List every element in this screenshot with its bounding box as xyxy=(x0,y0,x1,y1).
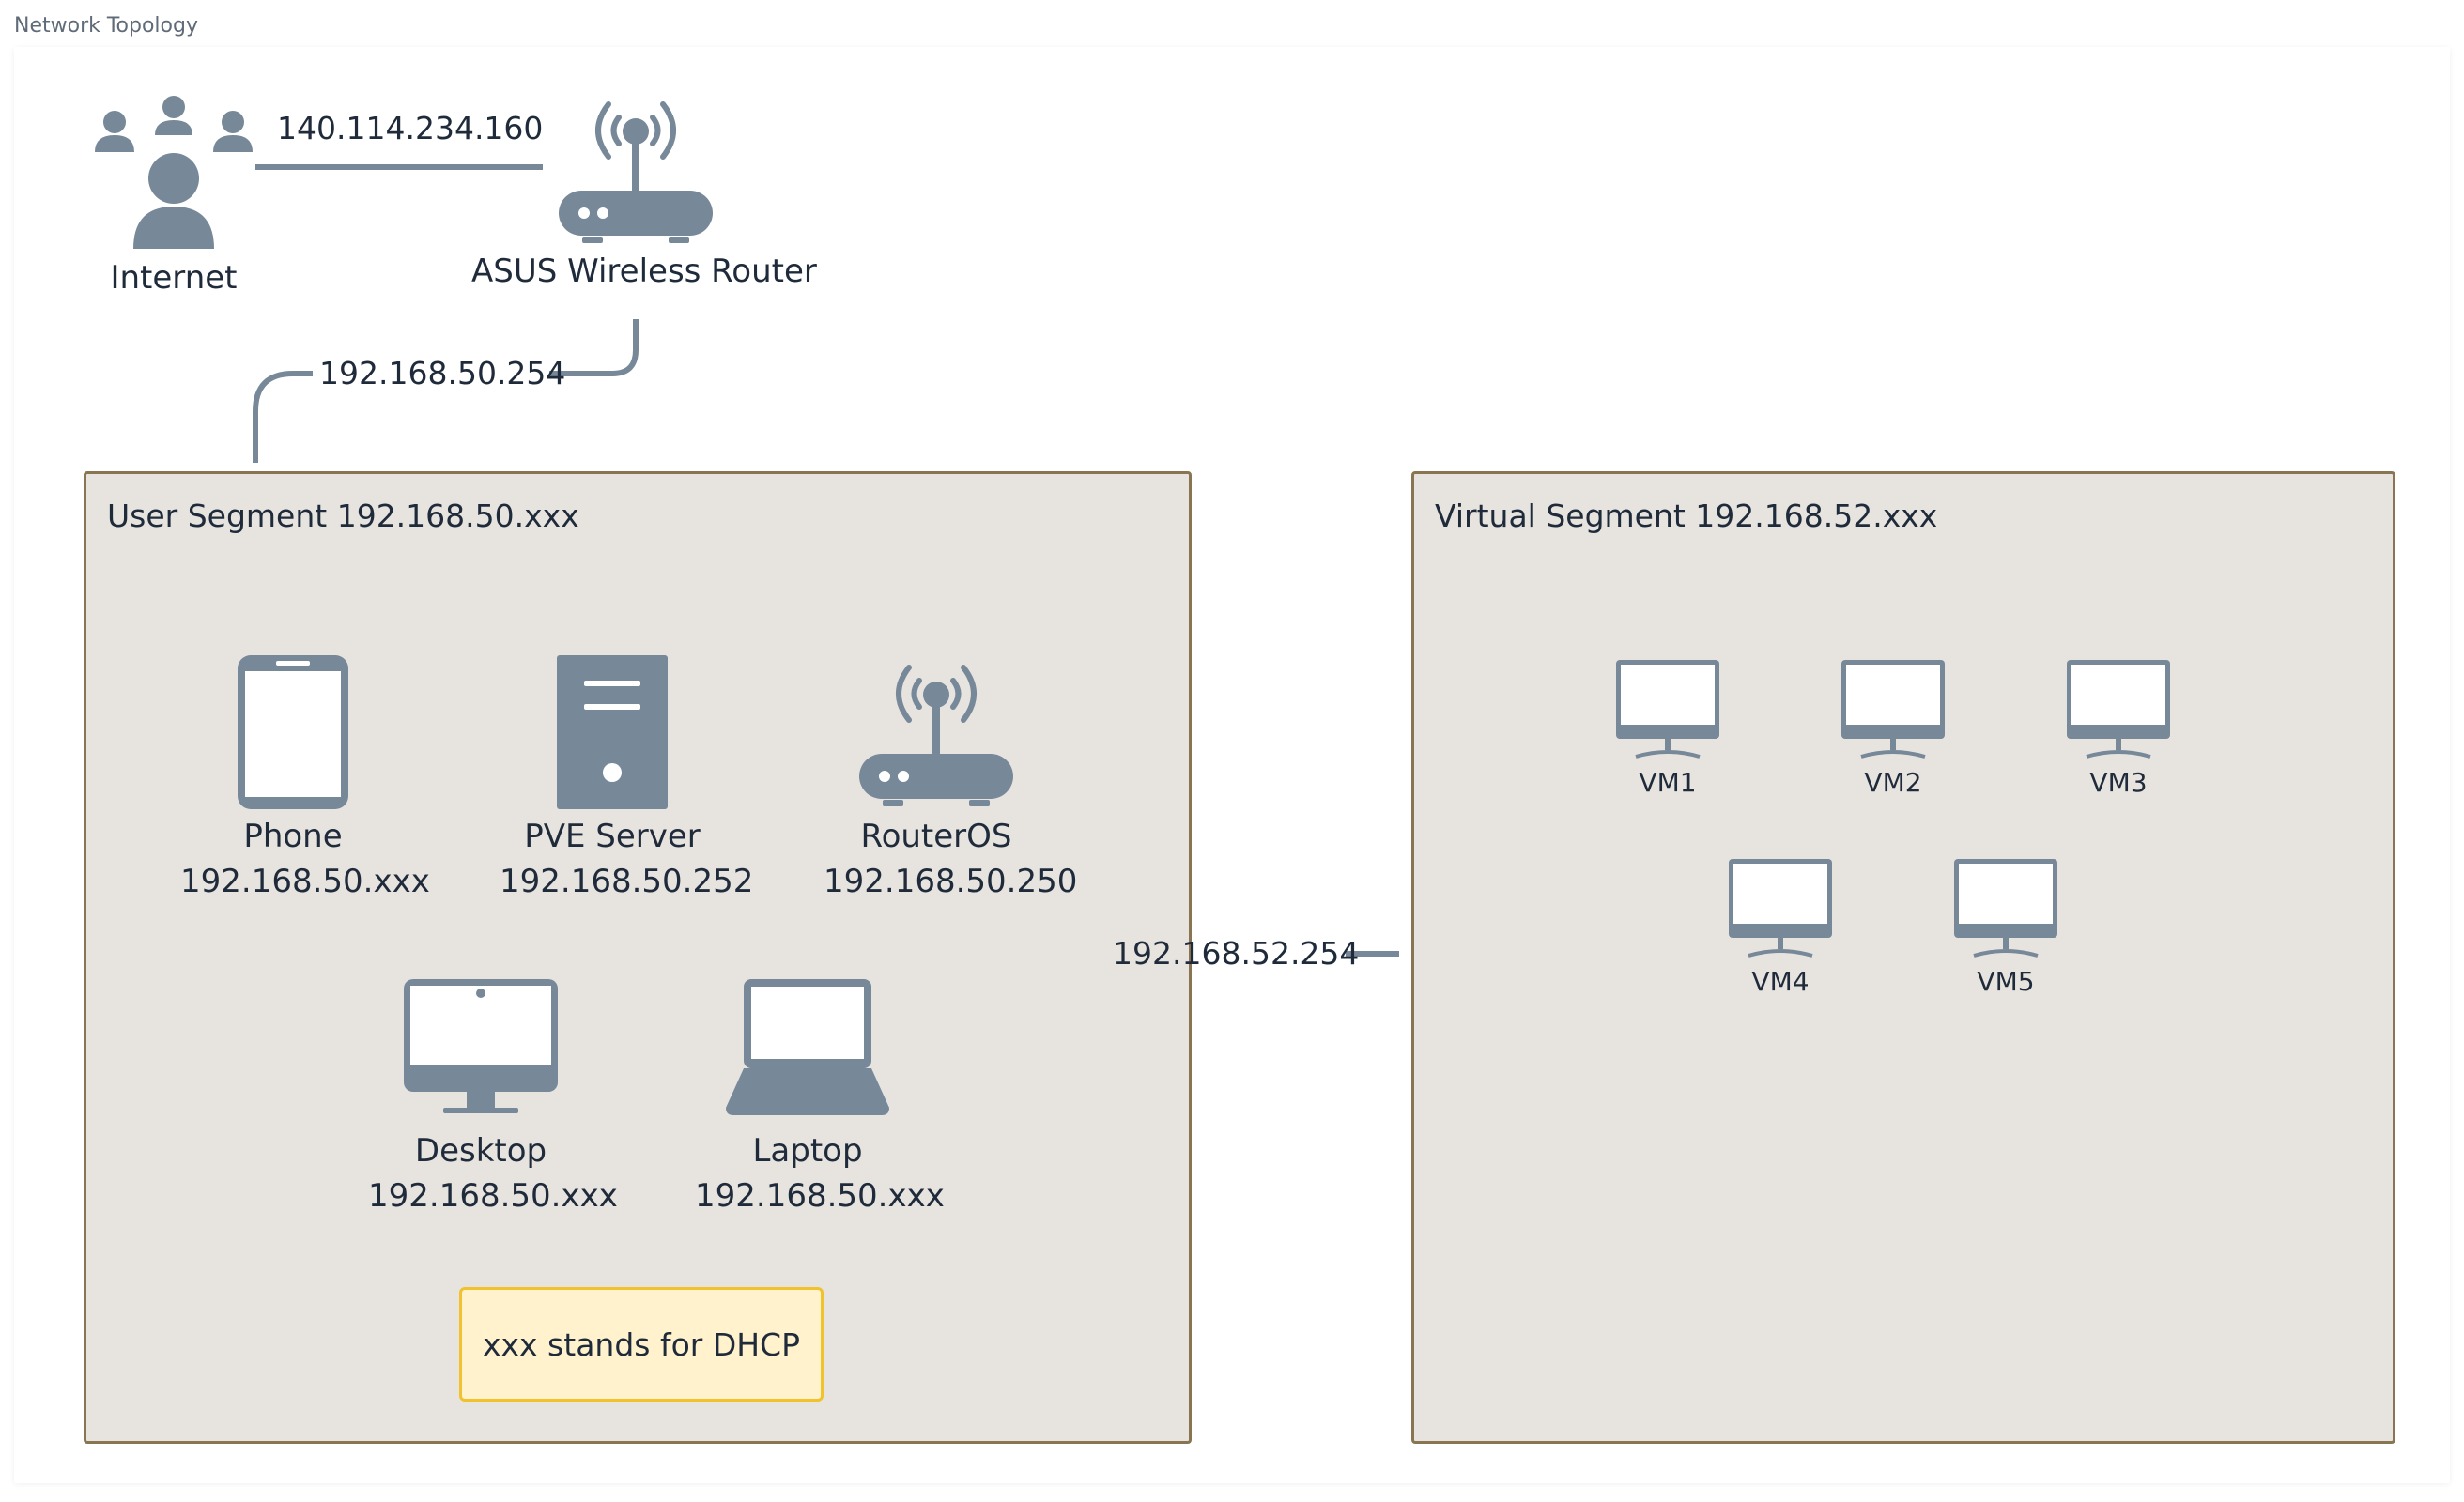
laptop-icon xyxy=(726,979,889,1115)
vm5-node[interactable]: VM5 xyxy=(1935,856,2076,1001)
wireless-router-icon xyxy=(859,665,1013,806)
dhcp-note: xxx stands for DHCP xyxy=(459,1287,824,1402)
vm3-node[interactable]: VM3 xyxy=(2048,657,2189,802)
vm4-label: VM4 xyxy=(1751,966,1810,997)
diagram-canvas: Internet 140.114.234.160 ASUS Wireless R… xyxy=(14,47,2450,1483)
wireless-router-icon xyxy=(559,101,713,243)
users-icon xyxy=(95,96,253,249)
page-title: Network Topology xyxy=(14,14,198,38)
monitor-icon xyxy=(1616,660,1719,759)
laptop-name: Laptop xyxy=(752,1132,863,1170)
internet-node[interactable]: Internet xyxy=(66,94,282,300)
pve-server-name: PVE Server xyxy=(524,818,701,855)
vm1-node[interactable]: VM1 xyxy=(1597,657,1738,802)
vm2-label: VM2 xyxy=(1864,767,1922,798)
user-segment: User Segment 192.168.50.xxx Phone 192.16… xyxy=(84,471,1192,1444)
laptop-node[interactable]: Laptop 192.168.50.xxx xyxy=(695,976,945,1218)
phone-ip: 192.168.50.xxx xyxy=(180,863,430,900)
phone-node[interactable]: Phone 192.168.50.xxx xyxy=(180,652,430,904)
monitor-icon xyxy=(1841,660,1945,759)
desktop-name: Desktop xyxy=(414,1132,547,1170)
asus-router-label: ASUS Wireless Router xyxy=(471,253,817,290)
desktop-node[interactable]: Desktop 192.168.50.xxx xyxy=(368,976,618,1218)
monitor-icon xyxy=(2067,660,2170,759)
pve-server-node[interactable]: PVE Server 192.168.50.252 xyxy=(500,652,754,904)
link-label-lan-gateway: 192.168.50.254 xyxy=(319,355,566,391)
vm3-label: VM3 xyxy=(2089,767,2148,798)
vm1-label: VM1 xyxy=(1639,767,1697,798)
routeros-name: RouterOS xyxy=(860,818,1012,855)
virtual-segment-title: Virtual Segment 192.168.52.xxx xyxy=(1435,498,1938,534)
vm2-node[interactable]: VM2 xyxy=(1823,657,1964,802)
monitor-icon xyxy=(1954,859,2057,958)
user-segment-title: User Segment 192.168.50.xxx xyxy=(107,498,579,534)
phone-name: Phone xyxy=(243,818,343,855)
pve-server-ip: 192.168.50.252 xyxy=(500,863,754,900)
desktop-icon xyxy=(404,979,558,1113)
routeros-ip: 192.168.50.250 xyxy=(824,863,1078,900)
vm4-node[interactable]: VM4 xyxy=(1710,856,1851,1001)
virtual-segment: Virtual Segment 192.168.52.xxx VM1 VM2 xyxy=(1411,471,2395,1444)
vm5-label: VM5 xyxy=(1977,966,2035,997)
desktop-ip: 192.168.50.xxx xyxy=(368,1177,618,1215)
internet-label: Internet xyxy=(110,259,238,297)
link-label-virtual-gateway: 192.168.52.254 xyxy=(1113,935,1360,972)
link-label-wan-ip: 140.114.234.160 xyxy=(277,110,544,146)
link-router-user-segment xyxy=(253,319,639,463)
tablet-icon xyxy=(238,655,348,809)
asus-router-node[interactable]: ASUS Wireless Router xyxy=(471,89,817,294)
server-tower-icon xyxy=(557,655,668,809)
laptop-ip: 192.168.50.xxx xyxy=(695,1177,945,1215)
monitor-icon xyxy=(1729,859,1832,958)
routeros-node[interactable]: RouterOS 192.168.50.250 xyxy=(824,652,1078,904)
